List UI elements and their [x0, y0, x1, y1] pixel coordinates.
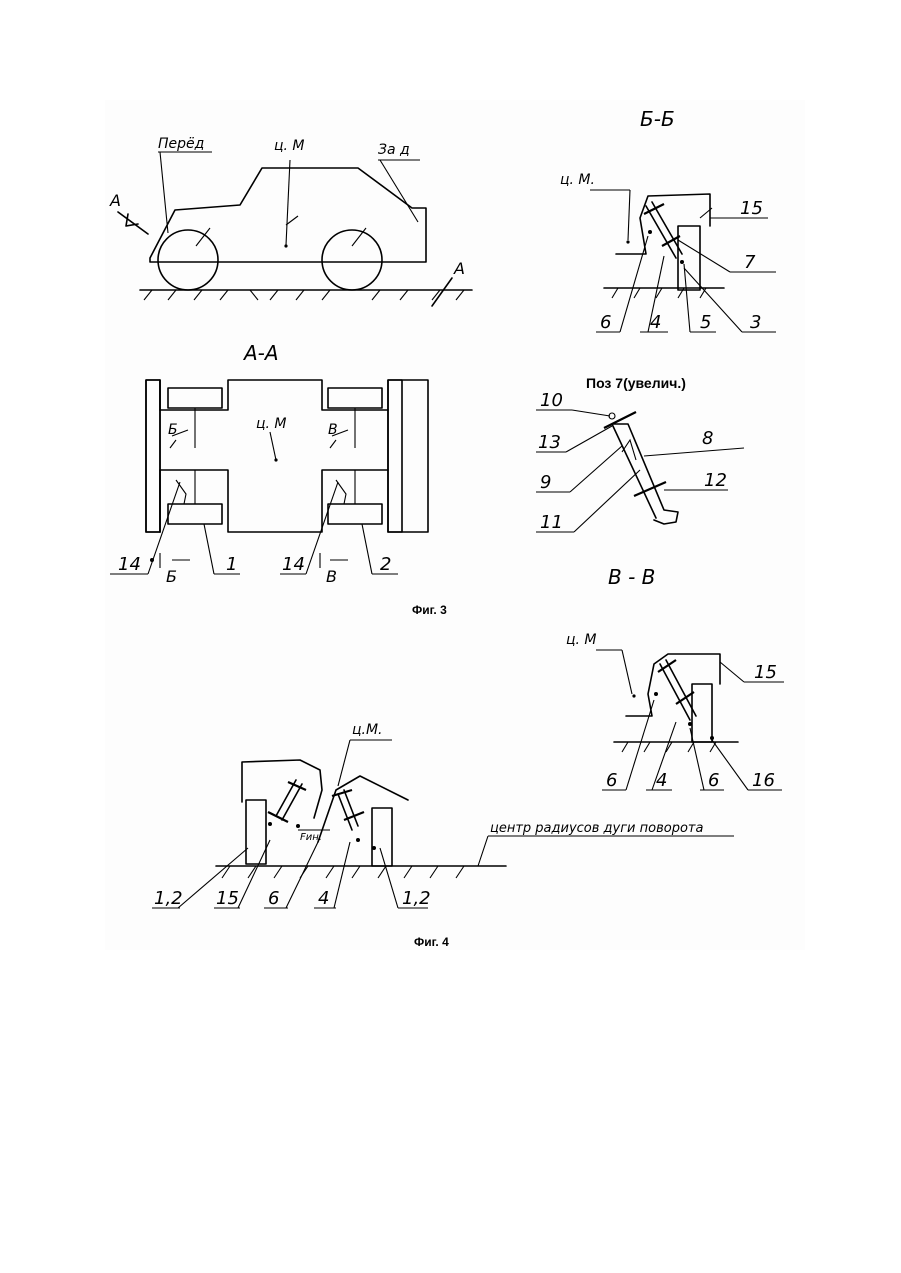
- bb-label-4: 4: [650, 312, 661, 333]
- mark-v-lower: В: [326, 567, 337, 586]
- turn-label-12-left: 1,2: [154, 888, 183, 909]
- pos7-label-12: 12: [704, 470, 727, 491]
- label-1: 1: [226, 554, 237, 575]
- section-mark-a-right: А: [453, 259, 465, 278]
- pos7-title: Поз 7(увелич.): [586, 375, 686, 391]
- pos7-label-10: 10: [540, 390, 563, 411]
- bb-label-15: 15: [740, 198, 763, 219]
- pos7-label-8: 8: [702, 428, 713, 449]
- turn-center-label: центр радиусов дуги поворота: [490, 821, 703, 836]
- bb-label-7: 7: [744, 252, 756, 273]
- section-aa-title: А-А: [242, 341, 279, 365]
- label-14-right: 14: [282, 554, 305, 575]
- vv-label-6-left: 6: [606, 770, 617, 791]
- bb-cm-label: ц. М.: [560, 172, 595, 188]
- section-mark-a-left: А: [109, 191, 121, 210]
- turn-cm-label: ц.М.: [352, 722, 383, 738]
- label-2: 2: [380, 554, 391, 575]
- aa-cm-label: ц. М: [256, 416, 287, 432]
- bb-label-6: 6: [600, 312, 611, 333]
- vv-label-16: 16: [752, 770, 775, 791]
- vv-label-15: 15: [754, 662, 777, 683]
- force-label: Fин.: [300, 832, 322, 843]
- rear-label: За д: [378, 142, 410, 158]
- vv-label-6-right: 6: [708, 770, 719, 791]
- turn-label-4: 4: [318, 888, 329, 909]
- vv-label-4: 4: [656, 770, 667, 791]
- label-14-left: 14: [118, 554, 141, 575]
- pos7-label-13: 13: [538, 432, 561, 453]
- turn-label-12-right: 1,2: [402, 888, 431, 909]
- front-label: Перёд: [158, 136, 204, 152]
- mark-b-upper: Б: [168, 422, 178, 438]
- figure4-caption: Фиг. 4: [414, 935, 449, 949]
- car-cm-label: ц. М: [274, 138, 305, 154]
- pos7-label-9: 9: [540, 472, 551, 493]
- pos7-label-11: 11: [540, 512, 563, 533]
- mark-b-lower: Б: [166, 567, 177, 586]
- section-bb-title: Б-Б: [640, 107, 675, 131]
- bb-label-5: 5: [700, 312, 711, 333]
- vv-cm-label: ц. М: [566, 632, 597, 648]
- turn-label-15: 15: [216, 888, 239, 909]
- bb-label-3: 3: [750, 312, 761, 333]
- section-vv-title: В - В: [608, 565, 655, 589]
- turn-label-6: 6: [268, 888, 279, 909]
- figure3-caption: Фиг. 3: [412, 603, 447, 617]
- mark-v-upper: В: [328, 422, 338, 438]
